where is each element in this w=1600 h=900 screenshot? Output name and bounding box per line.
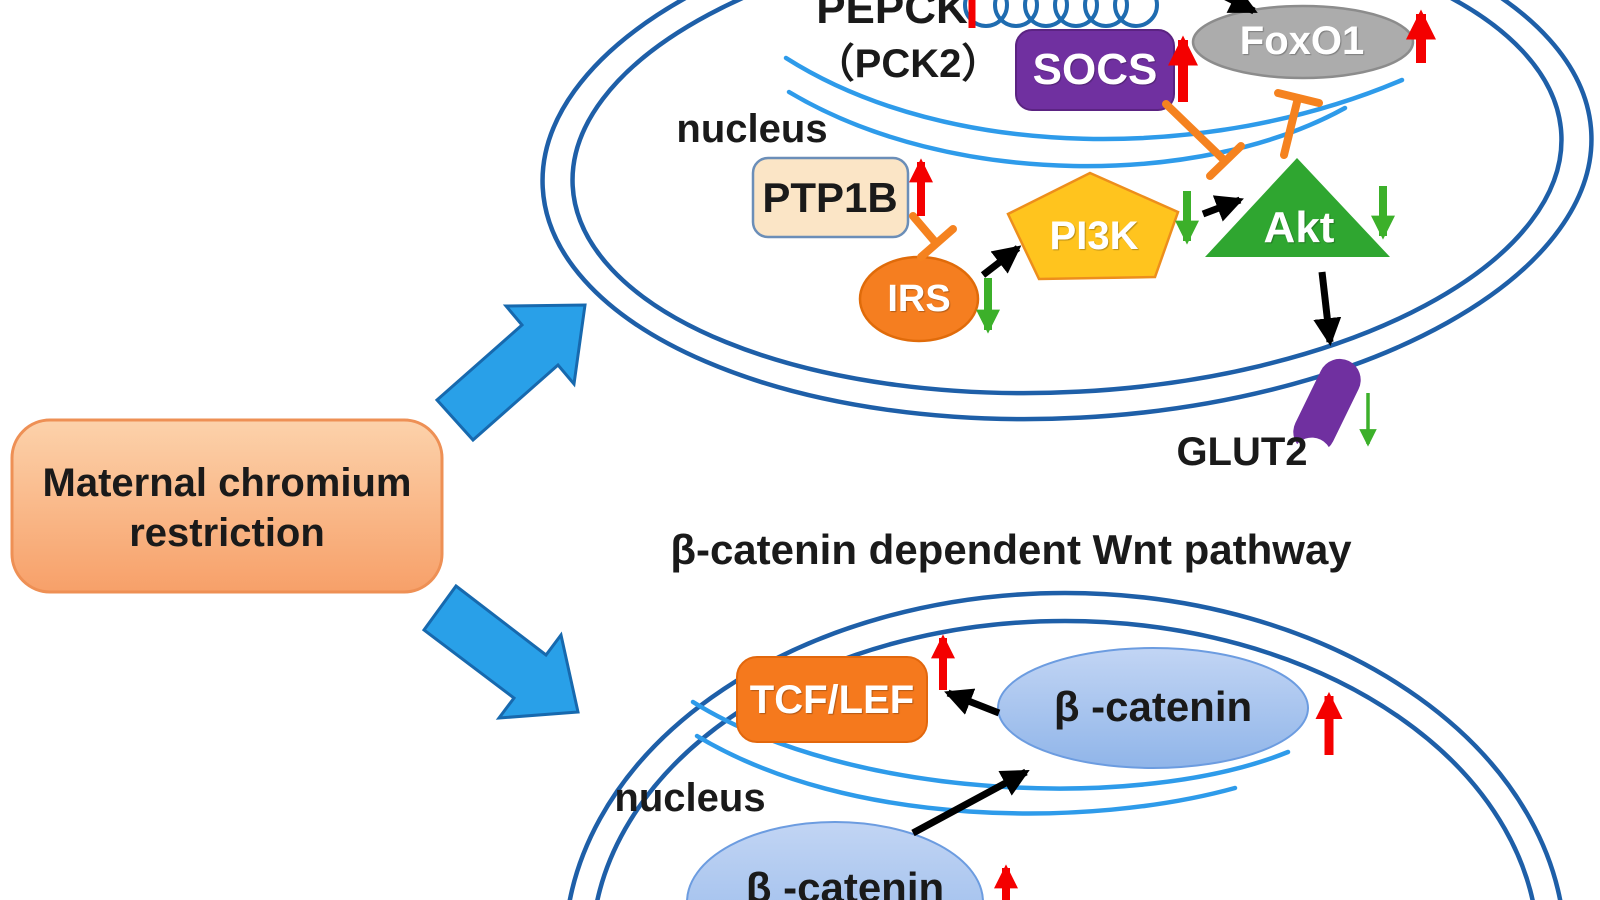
cell-membrane-outer xyxy=(567,590,1563,900)
nucleus-arc xyxy=(783,55,1405,142)
foxo1-to-gene-arrow xyxy=(1224,0,1258,15)
pi3k-pentagon xyxy=(1006,171,1180,281)
nucleus-arc xyxy=(694,733,1238,816)
beta-catenin-cytoplasmic-ellipse xyxy=(686,821,984,900)
source-arrow-to-wnt-cell xyxy=(421,583,580,720)
activation-arrows-wnt xyxy=(911,688,1030,837)
insulin-nucleus-membrane xyxy=(783,55,1405,169)
activation-arrows-insulin xyxy=(980,0,1342,347)
bcatenin-translocation-arrow xyxy=(911,768,1030,837)
ptp1b-inhibits-irs-bar xyxy=(917,225,957,261)
akt-to-glut2-arrow xyxy=(1313,271,1342,347)
akt-inhibits-foxo1-bar xyxy=(1274,89,1323,107)
pepck-gene-coil xyxy=(963,0,1159,28)
beta-catenin-nuclear-ellipse xyxy=(997,647,1309,769)
irs-to-pi3k-arrow xyxy=(980,245,1022,278)
irs-ellipse xyxy=(858,255,980,343)
foxo1-ellipse xyxy=(1191,4,1415,80)
socs-inhibition xyxy=(1162,100,1229,165)
ptp1b-box xyxy=(751,156,910,239)
cell-membrane-inner xyxy=(595,618,1535,900)
socs-inhibition-bar xyxy=(1206,142,1245,180)
socs-box xyxy=(1015,29,1175,111)
ptp1b-inhibits-irs xyxy=(909,212,940,247)
nucleus-arc xyxy=(786,89,1348,169)
cell-membrane-inner xyxy=(570,0,1564,396)
source-arrow-to-insulin-cell xyxy=(434,303,587,443)
insulin-cell-membrane xyxy=(540,0,1594,422)
maternal-restriction-box xyxy=(10,418,444,594)
bcatenin-to-tcf-arrow xyxy=(944,688,1001,717)
tcf-lef-box xyxy=(736,656,928,743)
decrease-arrows-insulin xyxy=(976,186,1395,447)
pi3k-to-akt-arrow xyxy=(1201,195,1244,222)
akt-inhibits-foxo1 xyxy=(1280,94,1302,159)
increase-arrows-insulin xyxy=(909,0,1436,216)
inhibition-bars xyxy=(909,89,1323,261)
wnt-cell-membrane xyxy=(567,590,1563,900)
cell-membrane-outer xyxy=(540,0,1594,422)
akt-triangle xyxy=(1205,158,1390,257)
glut2-channel xyxy=(1291,358,1361,478)
